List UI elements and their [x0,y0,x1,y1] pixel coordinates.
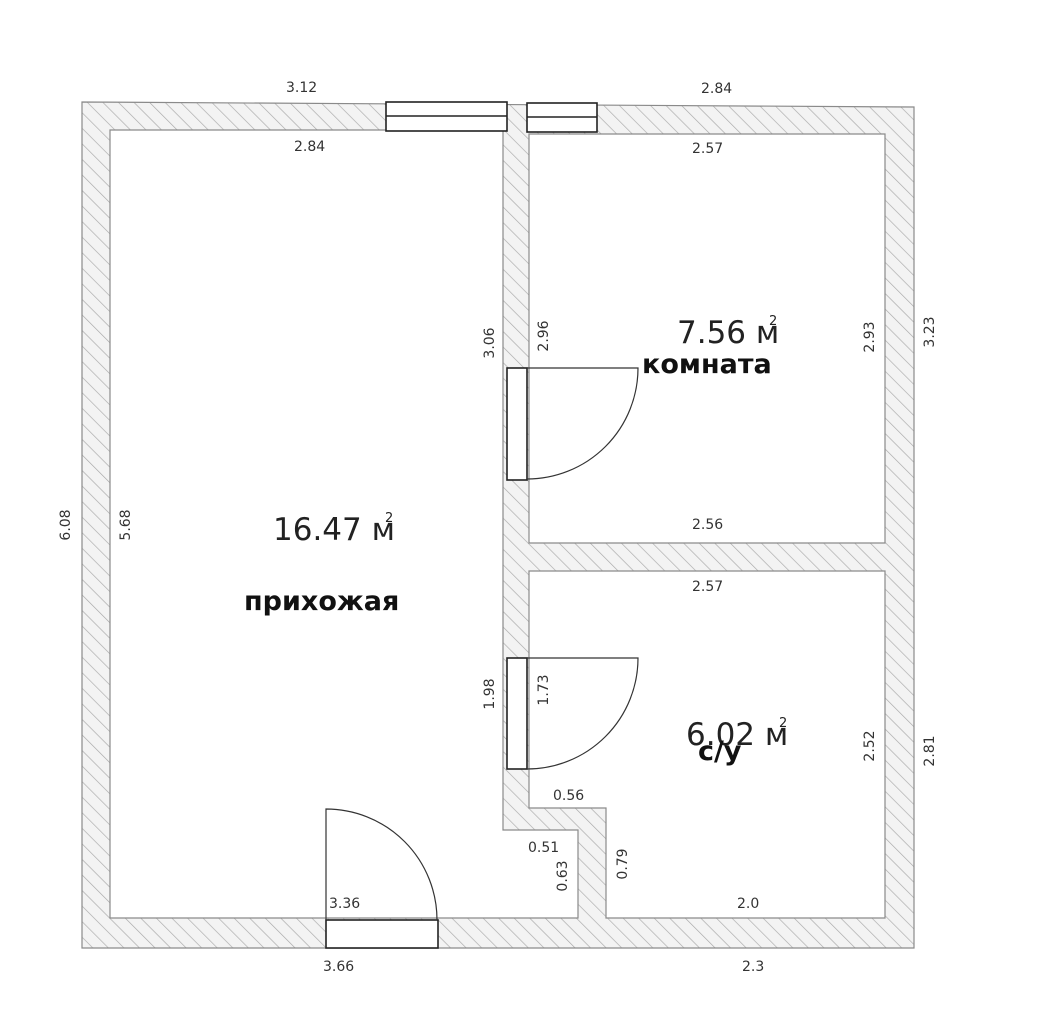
bath-area-unit-exponent: 2 [779,716,787,731]
room-name: комната [642,349,772,380]
dim-hall-bottom-inner: 3.36 [329,896,360,912]
room-hall: 16.47 м 2 прихожая [244,511,399,617]
dim-room-left-inner: 2.96 [536,320,552,351]
dim-right-outer-upper: 3.23 [922,316,938,347]
dim-notch-depth: 0.63 [555,860,571,891]
bath-name: с/у [698,736,742,767]
dim-room-bottom-inner: 2.56 [692,517,723,533]
dim-bath-notch-top: 0.56 [553,788,584,804]
room-bath: 6.02 м 2 с/у [686,716,788,767]
hall-area-unit-exponent: 2 [385,511,393,526]
bath-area: 6.02 м [686,717,788,753]
door-room [506,367,639,481]
dim-hall-partition-lower: 1.98 [482,678,498,709]
dim-bath-right-inner: 2.52 [862,730,878,761]
dim-bottom-left-outer: 3.66 [323,959,354,975]
dim-bath-bottom-inner: 2.0 [737,896,759,912]
door-entrance [325,808,439,949]
door-bath [506,657,639,770]
hall-name: прихожая [244,586,399,617]
dim-right-outer-lower: 2.81 [922,735,938,766]
dim-room-right-inner: 2.93 [862,321,878,352]
dim-bath-left-inner: 1.73 [536,674,552,705]
dim-bath-top-inner: 2.57 [692,579,723,595]
dim-hall-left-inner: 5.68 [118,509,134,540]
dim-outer-left: 6.08 [58,509,74,540]
hall-area: 16.47 м [273,512,395,548]
window-left [385,101,508,132]
window-right [526,102,598,133]
dim-top-right-outer: 2.84 [701,81,732,97]
walls [81,101,915,949]
dim-bath-notch-side: 0.79 [615,848,631,879]
room-area: 7.56 м [677,315,779,351]
room-room: 7.56 м 2 комната [642,314,779,380]
dim-hall-partition-upper: 3.06 [482,327,498,358]
dim-hall-top-inner: 2.84 [294,139,325,155]
dim-bottom-right-outer: 2.3 [742,959,764,975]
dim-notch-width: 0.51 [528,840,559,856]
room-area-unit-exponent: 2 [769,314,777,329]
dim-top-left-outer: 3.12 [286,80,317,96]
dim-room-top-inner: 2.57 [692,141,723,157]
